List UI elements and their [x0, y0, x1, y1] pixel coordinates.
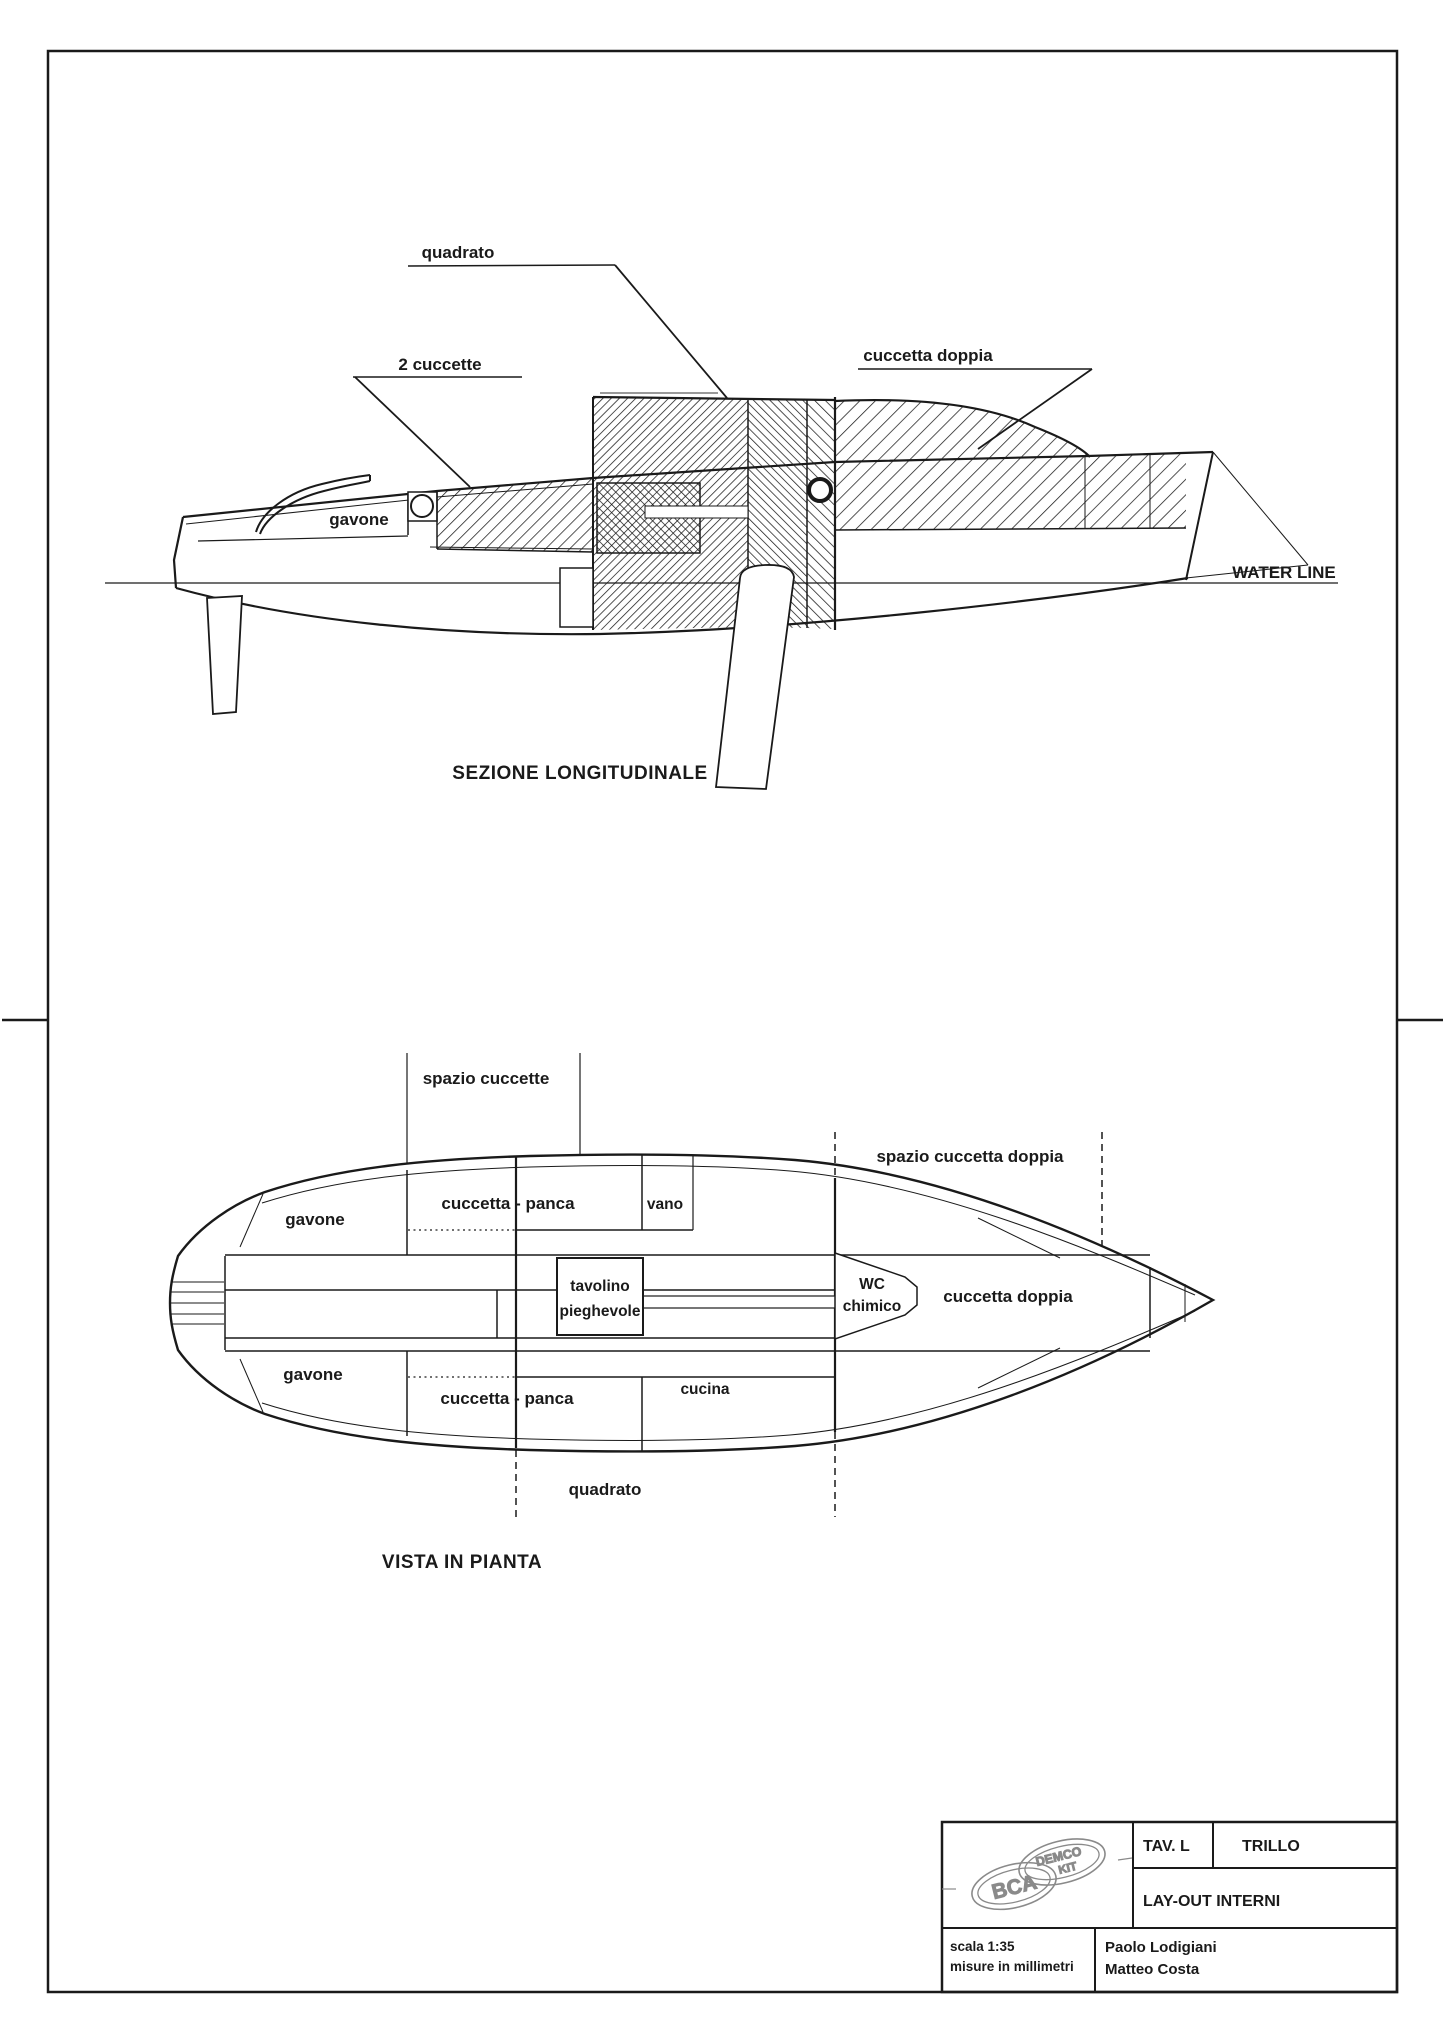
label-tavolino-1: tavolino — [570, 1278, 629, 1295]
label-spazio-cuccetta-doppia: spazio cuccetta doppia — [876, 1147, 1064, 1166]
label-spazio-cuccette: spazio cuccette — [423, 1069, 550, 1088]
label-2-cuccette: 2 cuccette — [398, 355, 481, 374]
plan-view: spazio cuccette spazio cuccetta doppia g… — [168, 1053, 1216, 1573]
sheer-line — [182, 450, 1214, 519]
inner-sheer-bottom — [261, 1310, 1196, 1441]
demco-oval-outer — [1018, 1838, 1106, 1886]
aft-dome-outline — [834, 398, 1091, 458]
plan-hull-outline — [168, 1153, 1216, 1453]
label-vano: vano — [647, 1196, 683, 1213]
title-block-border — [940, 1820, 1399, 1994]
tavolino-box — [556, 1257, 644, 1336]
label-cuccetta-doppia-section: cuccetta doppia — [863, 346, 993, 365]
tb-author-2: Matteo Costa — [1105, 1961, 1200, 1978]
label-gavone-section: gavone — [329, 510, 389, 529]
outboard-rudder-blade — [714, 564, 795, 790]
label-cuccetta-panca-top: cuccetta - panca — [441, 1194, 575, 1213]
berth-strip-bottom — [436, 548, 594, 553]
forepeak-shelf — [197, 535, 409, 542]
cuccette-leader — [354, 376, 471, 488]
inner-sheer-top — [261, 1165, 1196, 1296]
label-tavolino-2: pieghevole — [560, 1303, 641, 1320]
doppia-leader — [977, 368, 1093, 450]
section-callouts — [353, 264, 1093, 488]
tb-boat-name: TRILLO — [1242, 1838, 1300, 1855]
logo-brand-kit: KIT — [1057, 1861, 1078, 1877]
logo-tick-right — [1117, 1857, 1133, 1861]
bow-shoulder-top — [239, 1193, 264, 1248]
hull-bottom — [175, 576, 1189, 636]
label-cuccetta-panca-bottom: cuccetta - panca — [440, 1389, 574, 1408]
sole-line — [429, 546, 594, 550]
label-water-line: WATER LINE — [1232, 563, 1336, 582]
hatch-aft-strip — [807, 400, 835, 629]
pulpit-inner — [259, 480, 371, 535]
bca-oval-inner — [977, 1867, 1051, 1905]
page-frame — [2, 49, 1443, 1994]
trunk-channel — [644, 505, 749, 519]
aft-berth-flat — [834, 527, 1187, 531]
section-hatched-areas — [437, 397, 1186, 630]
counter-bottom — [1185, 564, 1309, 579]
tb-drawing-title: LAY-OUT INTERNI — [1143, 1893, 1280, 1910]
aft-taper-top — [977, 1217, 1061, 1259]
bow-shoulder-bottom — [239, 1358, 264, 1413]
table-bar — [642, 1295, 844, 1309]
label-gavone-bottom: gavone — [283, 1365, 343, 1384]
tb-scale: scala 1:35 — [950, 1939, 1015, 1954]
bow-striations — [170, 1281, 224, 1325]
section-view: quadrato 2 cuccette cuccetta doppia gavo… — [105, 243, 1338, 790]
plan-hull — [168, 1053, 1216, 1517]
keel-fin — [206, 595, 243, 715]
quadrato-leader — [614, 264, 728, 399]
pulpit-outer — [255, 474, 371, 533]
tb-author-1: Paolo Lodigiani — [1105, 1939, 1217, 1956]
porthole-icon — [410, 494, 434, 518]
plan-view-title: VISTA IN PIANTA — [382, 1552, 542, 1573]
label-quadrato-plan: quadrato — [569, 1480, 642, 1499]
transom — [1185, 451, 1214, 581]
label-gavone-top: gavone — [285, 1210, 345, 1229]
label-wc-2: chimico — [843, 1298, 902, 1315]
hatch-aft-berth — [835, 453, 1186, 530]
border-rect — [46, 49, 1399, 1994]
section-view-title: SEZIONE LONGITUDINALE — [452, 763, 707, 784]
wc-compartment — [834, 1251, 918, 1341]
section-hull-lines — [105, 392, 1338, 790]
section-labels: quadrato 2 cuccette cuccetta doppia gavo… — [329, 243, 1336, 784]
quadrato-underline — [407, 264, 616, 267]
demco-oval-inner — [1024, 1843, 1100, 1881]
hatch-dome — [835, 400, 1090, 459]
title-block: BCA DEMCO KIT TAV. L TRILLO LAY-OUT INTE… — [940, 1820, 1399, 1994]
label-cuccetta-doppia-plan: cuccetta doppia — [943, 1287, 1073, 1306]
bca-demco-logo: BCA DEMCO KIT — [942, 1838, 1133, 1911]
step-box — [559, 567, 594, 628]
plan-labels: spazio cuccette spazio cuccetta doppia g… — [283, 1069, 1073, 1573]
companionway-fitting-icon — [807, 477, 833, 503]
cabin-top — [592, 395, 836, 402]
label-quadrato-section: quadrato — [422, 243, 495, 262]
tb-units: misure in millimetri — [950, 1959, 1074, 1974]
label-cucina: cucina — [680, 1381, 729, 1398]
label-wc-1: WC — [859, 1276, 885, 1293]
hatch-forward-berth — [437, 478, 593, 552]
counter-top — [1212, 451, 1309, 566]
aft-taper-bottom — [977, 1347, 1061, 1389]
logo-brand-bca: BCA — [990, 1871, 1040, 1904]
stem — [172, 516, 185, 589]
tb-tav: TAV. L — [1143, 1838, 1190, 1855]
bca-oval-outer — [971, 1861, 1057, 1911]
